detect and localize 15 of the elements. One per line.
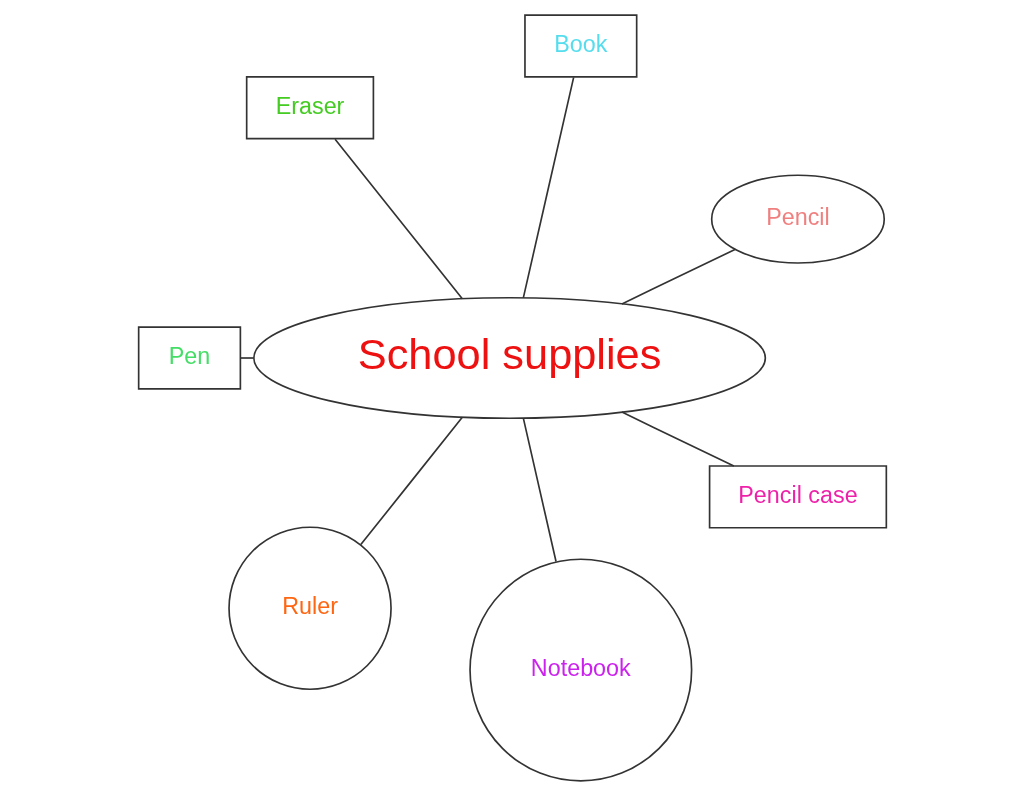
- connector: [522, 76, 574, 299]
- node-box: Eraser: [245, 76, 374, 140]
- node-box: Pen: [137, 326, 241, 390]
- node-ellipse: School supplies: [252, 296, 766, 420]
- connector: [620, 248, 736, 305]
- connector: [359, 416, 463, 546]
- connector: [239, 357, 254, 359]
- node-circle: Ruler: [227, 526, 392, 691]
- node-box: Book: [523, 14, 637, 78]
- node-circle: Notebook: [468, 558, 692, 782]
- connector: [620, 411, 735, 467]
- node-box: Pencil case: [708, 465, 887, 529]
- connector: [522, 417, 557, 563]
- connector: [333, 138, 463, 300]
- node-ellipse: Pencil: [710, 174, 885, 264]
